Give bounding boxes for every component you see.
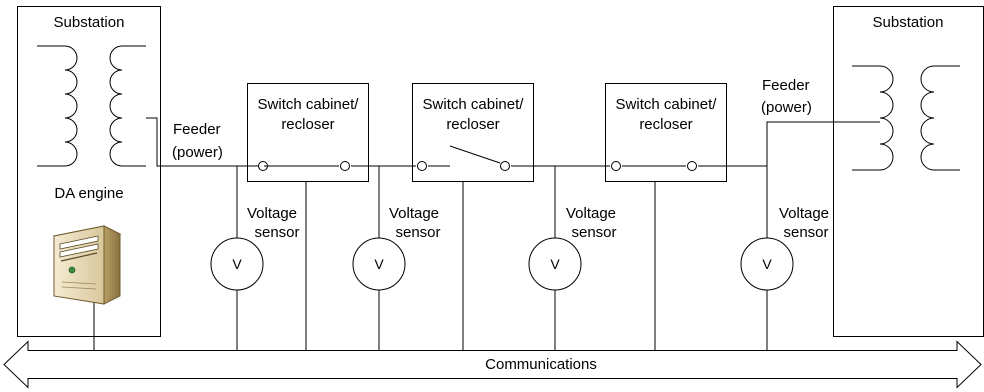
voltmeter-symbol-3: V — [550, 256, 560, 272]
sensor-3-label-1: Voltage — [566, 205, 616, 222]
feeder-label-right-1: Feeder — [762, 77, 810, 94]
sensor-3-label-2: sensor — [571, 224, 616, 241]
feeder-label-left-2: (power) — [172, 144, 223, 161]
voltmeter-symbol-2: V — [374, 256, 384, 272]
voltmeter-symbol-4: V — [762, 256, 772, 272]
substation-right-label: Substation — [873, 14, 944, 31]
feeder-label-left-1: Feeder — [173, 121, 221, 138]
voltmeter-symbol-1: V — [232, 256, 242, 272]
voltmeter-icon — [528, 237, 582, 291]
sensor-1-label-2: sensor — [254, 224, 299, 241]
substation-right — [833, 6, 984, 337]
transformer-coil-icon — [852, 65, 960, 171]
feeder-label-right-2: (power) — [761, 99, 812, 116]
switch-1-label-2: recloser — [281, 116, 334, 133]
substation-left — [17, 6, 161, 337]
sensor-4-label-1: Voltage — [779, 205, 829, 222]
switch-terminals — [258, 161, 697, 171]
switch-cabinet-3 — [605, 83, 727, 182]
voltmeter-icon — [210, 237, 264, 291]
switch-cabinet-1 — [247, 83, 369, 182]
sensor-connections — [236, 166, 768, 350]
switch-cabinet-2 — [412, 83, 534, 182]
voltmeter-icon — [352, 237, 406, 291]
server-tower-icon — [52, 225, 122, 305]
transformer-coil-icon — [37, 45, 146, 167]
sensor-2-label-1: Voltage — [389, 205, 439, 222]
sensor-1-label-1: Voltage — [247, 205, 297, 222]
communications-label: Communications — [485, 356, 597, 373]
switch-3-label-1: Switch cabinet/ — [616, 96, 718, 113]
voltmeter-icon — [740, 237, 794, 291]
da-engine-label: DA engine — [54, 185, 123, 202]
switch-2-label-1: Switch cabinet/ — [423, 96, 525, 113]
double-arrow-icon — [3, 340, 982, 389]
switch-2-label-2: recloser — [446, 116, 499, 133]
sensor-4-label-2: sensor — [783, 224, 828, 241]
switch-1-label-1: Switch cabinet/ — [258, 96, 360, 113]
feeder-power-line — [146, 117, 880, 167]
communication-drops — [93, 181, 656, 350]
sensor-2-label-2: sensor — [395, 224, 440, 241]
switch-3-label-2: recloser — [639, 116, 692, 133]
substation-left-label: Substation — [54, 14, 125, 31]
open-switch-blade — [449, 145, 501, 164]
